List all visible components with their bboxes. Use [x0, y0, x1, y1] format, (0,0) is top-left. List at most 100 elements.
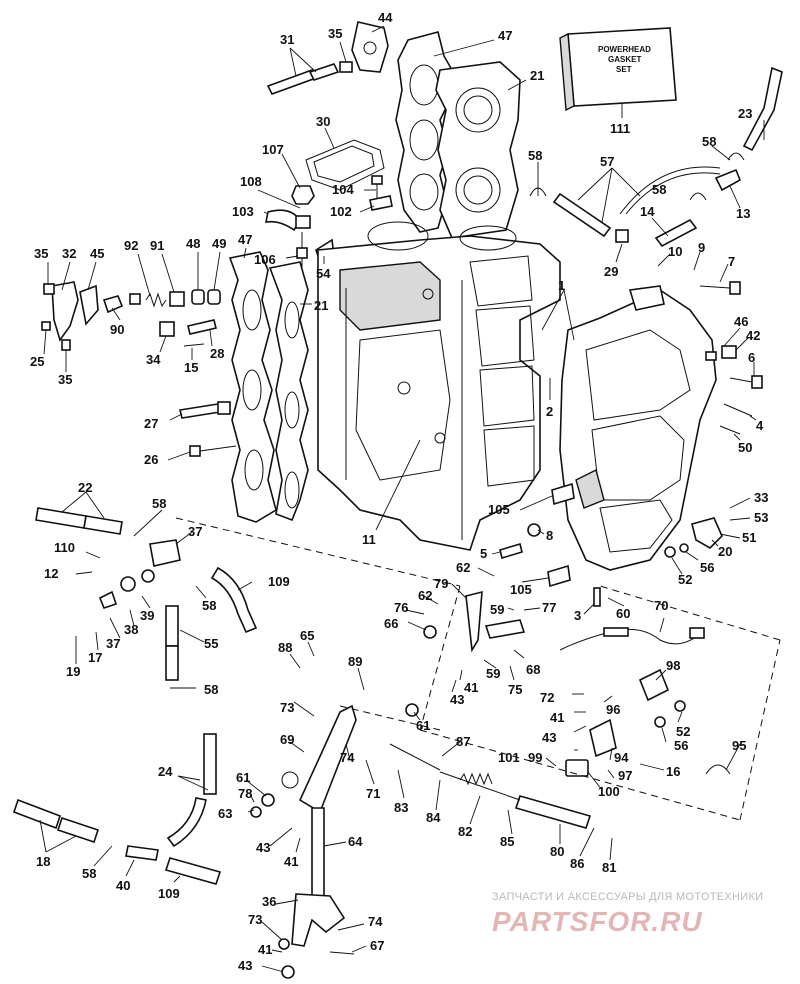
callout: 5: [480, 546, 487, 561]
washers-52-56: [654, 543, 689, 728]
callout: 18: [36, 854, 50, 869]
watermark-tagline: ЗАПЧАСТИ И АКСЕССУАРЫ ДЛЯ МОТОТЕХНИКИ: [492, 891, 764, 903]
callout: 78: [238, 786, 252, 801]
callout: 69: [280, 732, 294, 747]
callout: 95: [732, 738, 746, 753]
callout: 59: [490, 602, 504, 617]
callout: 94: [614, 750, 629, 765]
callout: 21: [530, 68, 544, 83]
callout: 50: [738, 440, 752, 455]
callout: 79: [434, 576, 448, 591]
callout: 59: [486, 666, 500, 681]
callout: 108: [240, 174, 262, 189]
fitting-37: [149, 539, 181, 567]
callout: 42: [746, 328, 760, 343]
callout: 30: [316, 114, 330, 129]
harness-70: [559, 627, 705, 651]
gasket-box-line-3: SET: [616, 65, 632, 74]
bolt-6: [729, 375, 763, 389]
callout: 49: [212, 236, 226, 251]
callout: 58: [152, 496, 166, 511]
callout: 76: [394, 600, 408, 615]
callout: 101: [498, 750, 520, 765]
callout: 19: [66, 664, 80, 679]
callout: 89: [348, 654, 362, 669]
callout: 47: [238, 232, 252, 247]
callout: 77: [542, 600, 556, 615]
pin-4: [723, 403, 753, 417]
callout: 34: [146, 352, 161, 367]
lever-79: [465, 590, 483, 653]
callout: 7: [728, 254, 735, 269]
callout: 47: [498, 28, 512, 43]
callout: 68: [526, 662, 540, 677]
callout: 91: [150, 238, 164, 253]
tee-fitting-13: [714, 168, 742, 192]
switch-100: [565, 759, 589, 777]
callout: 22: [78, 480, 92, 495]
callout: 102: [330, 204, 352, 219]
callout: 96: [606, 702, 620, 717]
rod-83: [389, 743, 441, 771]
callout: 109: [268, 574, 290, 589]
callout: 10: [668, 244, 682, 259]
lever-69: [281, 704, 357, 814]
callout: 21: [314, 298, 328, 313]
callout: 41: [550, 710, 564, 725]
tee-40: [125, 845, 159, 861]
callout: 84: [426, 810, 441, 825]
callout: 105: [510, 582, 532, 597]
hose-23: [742, 66, 783, 152]
small-fittings-left: [98, 569, 437, 818]
callout: 36: [262, 894, 276, 909]
callout: 51: [742, 530, 756, 545]
bracket-45: [79, 284, 99, 326]
clamp-103: [264, 209, 311, 232]
thermostat-housing: [351, 21, 389, 73]
callout: 70: [654, 598, 668, 613]
callout: 25: [30, 354, 44, 369]
spark-plug-27: [179, 401, 231, 419]
lever-36: [291, 893, 346, 947]
washer-8: [527, 523, 541, 537]
callout: 80: [550, 844, 564, 859]
callout: 55: [204, 636, 218, 651]
callout: 58: [528, 148, 542, 163]
link-68: [484, 619, 526, 639]
callout: 13: [736, 206, 750, 221]
hose-18: [12, 798, 100, 844]
callout: 37: [106, 636, 120, 651]
callout: 48: [186, 236, 200, 251]
callout: 98: [666, 658, 680, 673]
callout: 58: [202, 598, 216, 613]
bolt-26: [189, 445, 237, 457]
callout: 73: [248, 912, 262, 927]
callout: 4: [756, 418, 764, 433]
fitting-29: [615, 229, 629, 243]
gasket-box-number: 111: [610, 121, 630, 136]
callout: 15: [184, 360, 198, 375]
callout: 61: [416, 718, 430, 733]
callout: 37: [188, 524, 202, 539]
cover-gasket-30: [305, 139, 385, 191]
callout: 53: [754, 510, 768, 525]
bottom-hardware: [278, 938, 355, 979]
callout: 66: [384, 616, 398, 631]
bracket-98-94: [589, 668, 670, 758]
cylinder-head-gasket-top: [435, 61, 521, 239]
callout: 44: [378, 10, 393, 25]
callout: 12: [44, 566, 58, 581]
callout: 35: [58, 372, 72, 387]
callout: 87: [456, 734, 470, 749]
callout: 62: [418, 588, 432, 603]
callout-labels: 31 35 44 47 21 30 107 108 104 102 103 58…: [30, 10, 768, 973]
callout: 16: [666, 764, 680, 779]
hose-109-top: [210, 566, 258, 634]
callout: 61: [236, 770, 250, 785]
hose-55: [165, 605, 179, 681]
callout: 86: [570, 856, 584, 871]
link-64: [311, 807, 325, 901]
fitting-107: [291, 185, 315, 205]
callout: 41: [284, 854, 298, 869]
